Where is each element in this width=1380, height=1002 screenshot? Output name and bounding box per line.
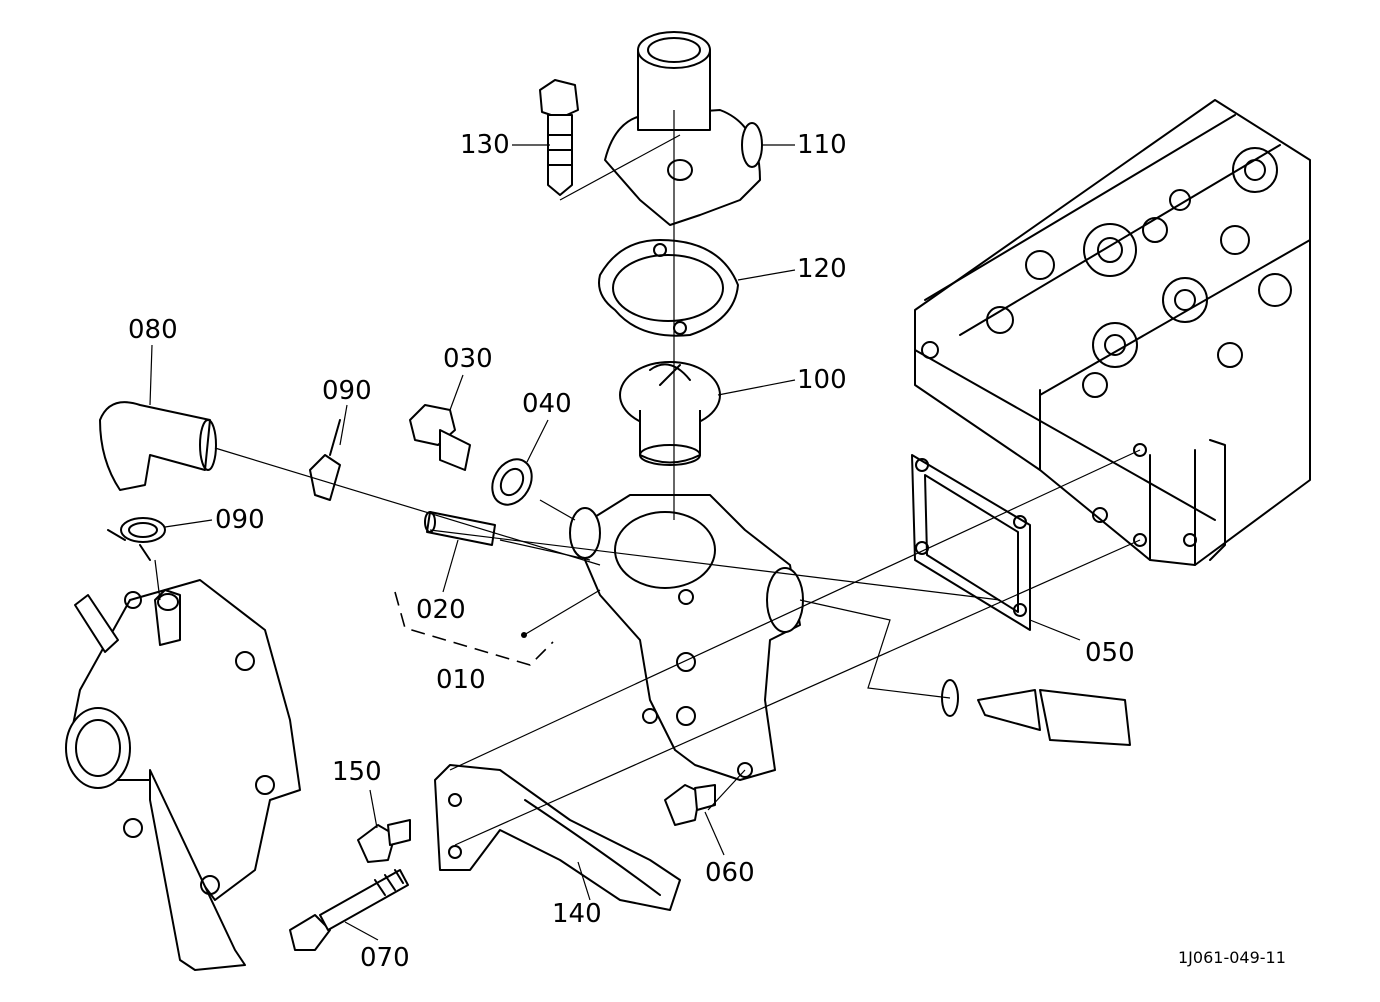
gasket-050: [911, 454, 1031, 631]
callout-010: 010: [436, 665, 486, 695]
bolt-060: [664, 784, 716, 826]
callout-090-lower: 090: [215, 505, 265, 535]
callout-070: 070: [360, 943, 410, 973]
callout-030: 030: [443, 344, 493, 374]
thermostat-housing: [569, 494, 804, 781]
bracket-140: [434, 764, 681, 911]
clamp-090-upper: [309, 419, 341, 501]
assembly-lines: [154, 110, 1141, 846]
bolt-070: [289, 869, 409, 951]
bolt-150: [357, 819, 411, 863]
clamp-090-lower: [107, 517, 166, 561]
drawing-code: 1J061-049-11: [1178, 948, 1286, 967]
callout-020: 020: [416, 595, 466, 625]
callout-labels: 130 110 120 100 080 090 030 040 090 020 …: [128, 130, 1135, 973]
callout-150: 150: [332, 757, 382, 787]
callout-120: 120: [797, 254, 847, 284]
callout-080: 080: [128, 315, 178, 345]
temperature-sensor: [941, 679, 1131, 746]
callout-040: 040: [522, 389, 572, 419]
callout-050: 050: [1085, 638, 1135, 668]
callout-130: 130: [460, 130, 510, 160]
callout-090-upper: 090: [322, 376, 372, 406]
callout-110: 110: [797, 130, 847, 160]
thermostat-100: [619, 361, 721, 466]
hose-080: [99, 401, 217, 491]
bolt-130: [539, 79, 579, 196]
thermostat-cover-110: [604, 31, 763, 226]
pipe-020: [424, 511, 496, 546]
leader-lines: [149, 144, 1081, 941]
water-pump: [65, 579, 301, 971]
gasket-120: [598, 239, 739, 337]
washer-040: [491, 458, 533, 506]
callout-140: 140: [552, 899, 602, 929]
callout-060: 060: [705, 858, 755, 888]
plug-030: [409, 404, 471, 471]
callout-100: 100: [797, 365, 847, 395]
cylinder-head: [914, 99, 1311, 566]
